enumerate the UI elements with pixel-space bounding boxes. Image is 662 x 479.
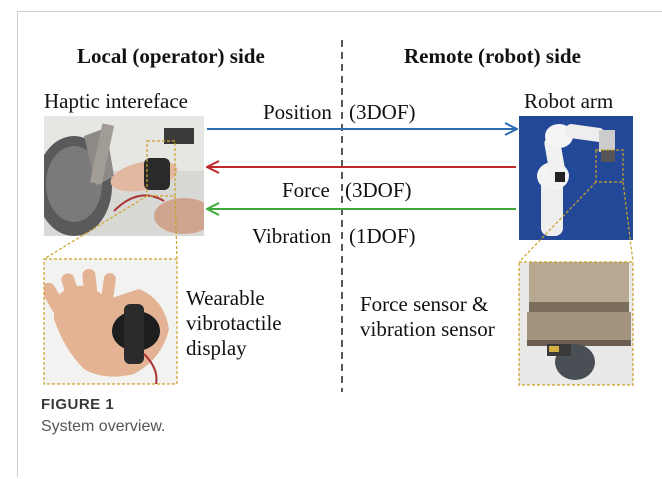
- robot-arm-label: Robot arm: [524, 89, 614, 113]
- vibration-dof-label: (1DOF): [349, 224, 416, 248]
- frame-left-border: [17, 11, 18, 477]
- wearable-photo-frame: [43, 258, 178, 385]
- haptic-callout-line-left: [43, 195, 148, 260]
- wearable-label-line1: Wearable: [186, 286, 265, 310]
- robot-callout-line-left: [518, 181, 597, 263]
- remote-side-header: Remote (robot) side: [404, 44, 581, 68]
- figure-caption-title: FIGURE 1: [41, 396, 115, 413]
- wearable-display-photo: [44, 259, 177, 384]
- sensor-label-line2: vibration sensor: [360, 317, 495, 341]
- sensor-label-line1: Force sensor &: [360, 292, 489, 316]
- haptic-callout-line-right: [174, 195, 178, 260]
- position-dof-label: (3DOF): [349, 100, 416, 124]
- figure-caption-text: System overview.: [41, 418, 166, 435]
- position-label: Position: [263, 100, 332, 124]
- sensor-photo-frame: [518, 261, 634, 386]
- haptic-callout-box: [146, 140, 176, 197]
- haptic-interface-label: Haptic intereface: [44, 89, 188, 113]
- wearable-label-line3: display: [186, 336, 247, 360]
- force-label: Force: [282, 178, 330, 202]
- local-side-header: Local (operator) side: [77, 44, 265, 68]
- vibration-label: Vibration: [252, 224, 332, 248]
- haptic-interface-photo: [44, 116, 204, 236]
- force-dof-label: (3DOF): [345, 178, 412, 202]
- frame-top-border: [17, 11, 662, 12]
- sensor-photo: [519, 262, 633, 385]
- robot-arm-photo: [519, 116, 633, 240]
- robot-callout-line-right: [622, 181, 634, 263]
- robot-callout-box: [595, 149, 624, 183]
- wearable-label-line2: vibrotactile: [186, 311, 282, 335]
